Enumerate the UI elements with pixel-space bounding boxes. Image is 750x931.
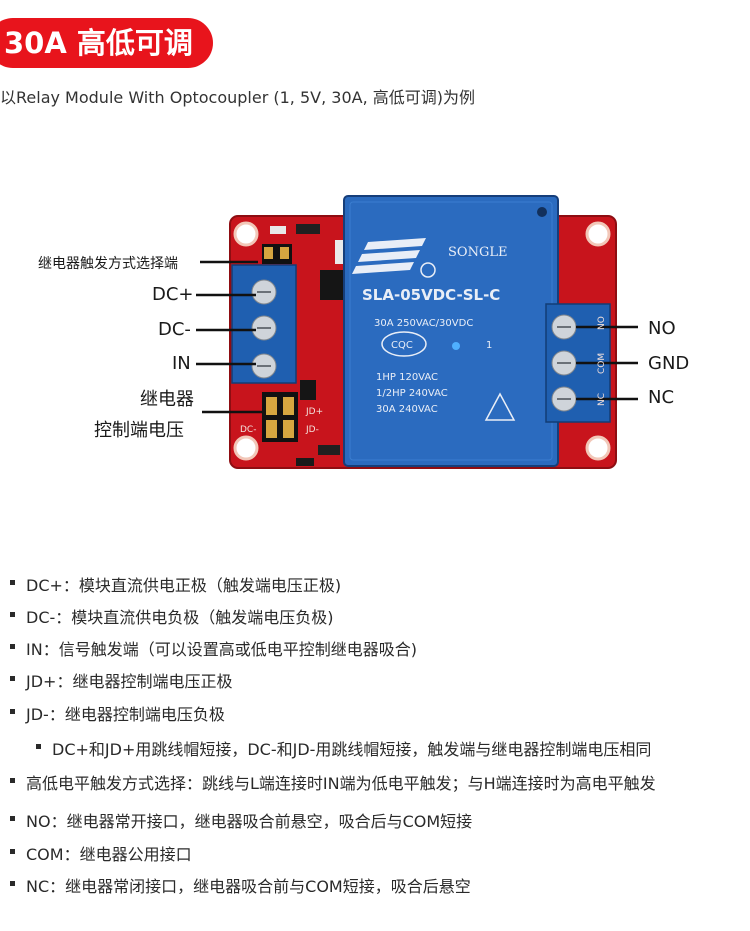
board-mark-dc-minus: DC- — [240, 425, 256, 435]
relay-brand: SONGLE — [448, 245, 507, 260]
page-subtitle: 以Relay Module With Optocoupler (1, 5V, 3… — [0, 88, 475, 107]
board-mark-jd-minus: JD- — [305, 425, 319, 435]
list-item-text: IN：信号触发端（可以设置高或低电平控制继电器吸合) — [26, 640, 417, 659]
label-no: NO — [648, 318, 676, 339]
list-item-text: NC：继电器常闭接口，继电器吸合前与COM短接，吸合后悬空 — [26, 877, 471, 896]
board-mark-com: COM — [597, 353, 607, 374]
bullet-icon — [10, 580, 15, 585]
bullet-icon — [10, 816, 15, 821]
list-item-text: JD-：继电器控制端电压负极 — [26, 705, 225, 724]
bullet-icon — [10, 778, 15, 783]
label-dc-minus: DC- — [158, 319, 191, 340]
board-mark-nc: NC — [597, 393, 607, 406]
list-item-text: DC-：模块直流供电负极（触发端电压负极) — [26, 608, 334, 627]
board-mark-no: NO — [597, 316, 607, 330]
songle-logo-icon — [352, 238, 436, 278]
relay-rating-3: 1/2HP 240VAC — [376, 388, 448, 399]
list-item-text: NO：继电器常开接口，继电器吸合前悬空，吸合后与COM短接 — [26, 812, 473, 831]
bullet-icon — [10, 709, 15, 714]
bullet-icon — [10, 676, 15, 681]
bullet-icon — [10, 612, 15, 617]
relay-cqc: CQC — [391, 340, 413, 351]
label-relay-voltage-line1: 继电器 — [140, 389, 194, 410]
label-gnd: GND — [648, 353, 690, 374]
label-relay-voltage-line2: 控制端电压 — [94, 420, 184, 441]
board-mark-jd-plus: JD+ — [305, 407, 323, 417]
relay-module-board: SONGLE SLA-05VDC-SL-C 30A 250VAC/30VDC C… — [196, 195, 638, 469]
bullet-icon — [10, 644, 15, 649]
bullet-icon — [36, 744, 41, 749]
bullet-icon — [10, 849, 15, 854]
label-in: IN — [172, 353, 191, 374]
relay-rating-1: 30A 250VAC/30VDC — [374, 318, 473, 329]
list-item-text: JD+：继电器控制端电压正极 — [26, 672, 233, 691]
relay-rating-2: 1HP 120VAC — [376, 372, 438, 383]
list-item-text: DC+：模块直流供电正极（触发端电压正极) — [26, 576, 342, 595]
relay-rating-4: 30A 240VAC — [376, 404, 438, 415]
bullet-icon — [10, 881, 15, 886]
label-nc: NC — [648, 387, 675, 408]
relay-model: SLA-05VDC-SL-C — [362, 286, 500, 304]
list-item-text: DC+和JD+用跳线帽短接，DC-和JD-用跳线帽短接，触发端与继电器控制端电压… — [52, 740, 652, 759]
label-dc-plus: DC+ — [152, 284, 194, 305]
relay-module-figure: SONGLE SLA-05VDC-SL-C 30A 250VAC/30VDC C… — [0, 180, 750, 500]
relay-number: 1 — [486, 340, 492, 351]
list-item-text: 高低电平触发方式选择：跳线与L端连接时IN端为低电平触发；与H端连接时为高电平触… — [26, 774, 656, 793]
list-item-text: COM：继电器公用接口 — [26, 845, 192, 864]
page-title: 30A 高低可调 — [0, 18, 213, 68]
label-trigger-select: 继电器触发方式选择端 — [38, 256, 178, 272]
